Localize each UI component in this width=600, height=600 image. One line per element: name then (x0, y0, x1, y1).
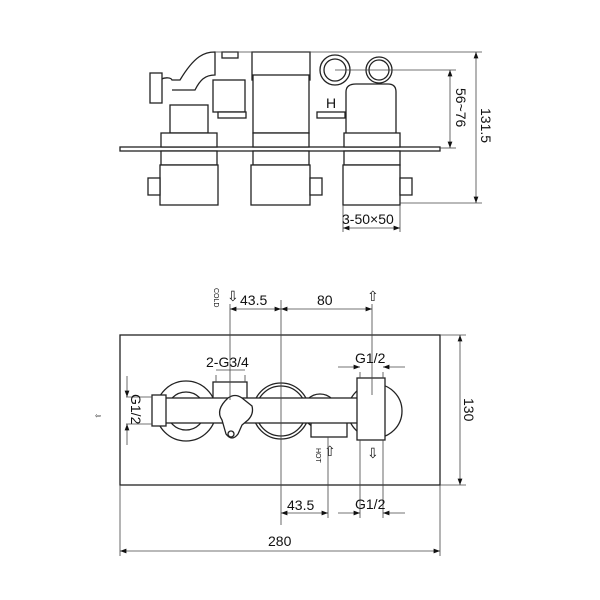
label-cold: COLD (212, 288, 219, 307)
dim-hot-offset: 43.5 (287, 497, 314, 513)
side-dimensions: 56~76 131.5 3-50×50 (215, 51, 494, 232)
dim-width: 280 (268, 533, 292, 549)
valve-body (151, 300, 403, 525)
side-view: H 56~76 131.5 3-50×50 (119, 51, 494, 232)
label-hot: HOT (314, 448, 321, 464)
label-inlet-thread: 2-G3/4 (206, 354, 249, 370)
right-valve (342, 83, 413, 206)
hot-mark: H (326, 95, 336, 111)
dim-total-depth: 131.5 (478, 108, 494, 143)
outlet-up-arrow-icon: ⇧ (367, 288, 379, 304)
label-outlet-bottom: G1/2 (355, 496, 386, 512)
dim-cold-offset: 43.5 (240, 292, 267, 308)
cover-plate (119, 334, 441, 486)
label-outlet-top: G1/2 (355, 350, 386, 366)
left-outlet-arrow-icon: ⇦ (95, 413, 101, 420)
dim-outlet-spacing: 80 (317, 292, 333, 308)
hot-arrow-icon: ⇧ (324, 443, 336, 459)
middle-valve (250, 51, 323, 206)
front-view: 43.5 80 COLD ⇩ ⇧ ⇩ ⇦ HOT ⇧ 43.5 G1/2 G1/… (95, 288, 477, 556)
dim-inlet-depth: 56~76 (453, 88, 469, 128)
left-valve (147, 51, 247, 206)
label-outlet-left: G1/2 (128, 394, 144, 425)
outlet-down-arrow-icon: ⇩ (367, 445, 379, 461)
front-dimensions: 43.5 80 COLD ⇩ ⇧ ⇩ ⇦ HOT ⇧ 43.5 G1/2 G1/… (95, 288, 477, 556)
handle-stub (147, 177, 161, 196)
handle-block (159, 164, 219, 206)
cold-arrow-icon: ⇩ (227, 288, 239, 304)
dim-handle-size: 3-50×50 (342, 211, 394, 227)
dim-height: 130 (461, 398, 477, 422)
